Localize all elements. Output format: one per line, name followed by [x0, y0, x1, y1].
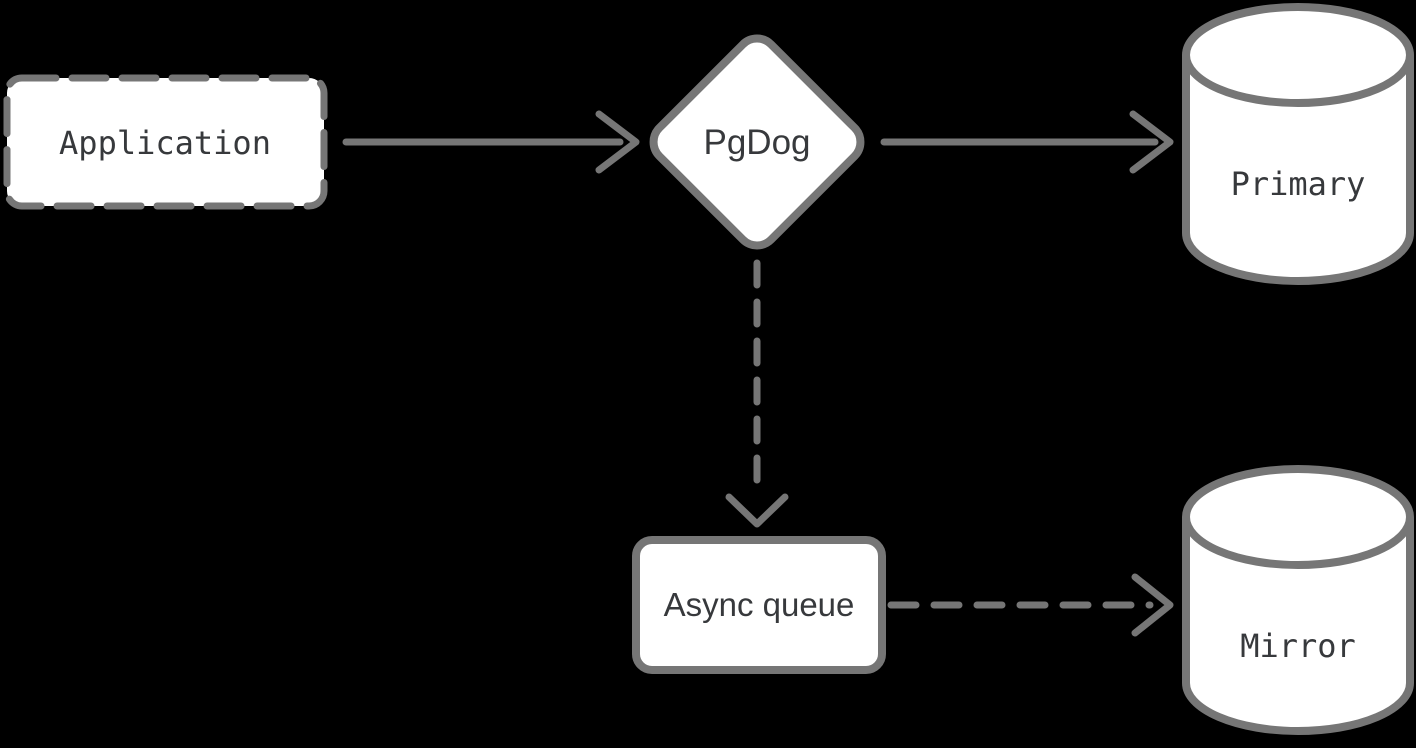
pgdog-label: PgDog [703, 123, 810, 162]
node-mirror: Mirror [1182, 465, 1414, 735]
application-label: Application [59, 124, 271, 162]
primary-cylinder-top [1182, 3, 1414, 107]
edge-pgdog-primary [880, 110, 1174, 174]
async-queue-box [632, 536, 886, 674]
edge-async-queue-mirror [887, 573, 1174, 637]
edge-application-pgdog [342, 110, 640, 174]
primary-label: Primary [1231, 165, 1366, 203]
arrowhead-icon [595, 110, 640, 174]
async-queue-label: Async queue [664, 586, 855, 623]
node-pgdog: PgDog [649, 34, 865, 250]
arrowhead-icon [1131, 573, 1174, 637]
arrowhead-icon [725, 493, 789, 528]
primary-cylinder-body [1182, 55, 1414, 285]
mirror-cylinder-top [1182, 465, 1414, 569]
edge-pgdog-async-queue [725, 259, 789, 528]
mirror-label: Mirror [1240, 627, 1356, 665]
node-primary: Primary [1182, 3, 1414, 285]
mirror-cylinder-body [1182, 517, 1414, 735]
node-async-queue: Async queue [632, 536, 886, 674]
pgdog-diamond [649, 34, 865, 250]
node-application: Application [3, 74, 328, 210]
arrowhead-icon [1129, 110, 1174, 174]
application-box [3, 74, 328, 210]
